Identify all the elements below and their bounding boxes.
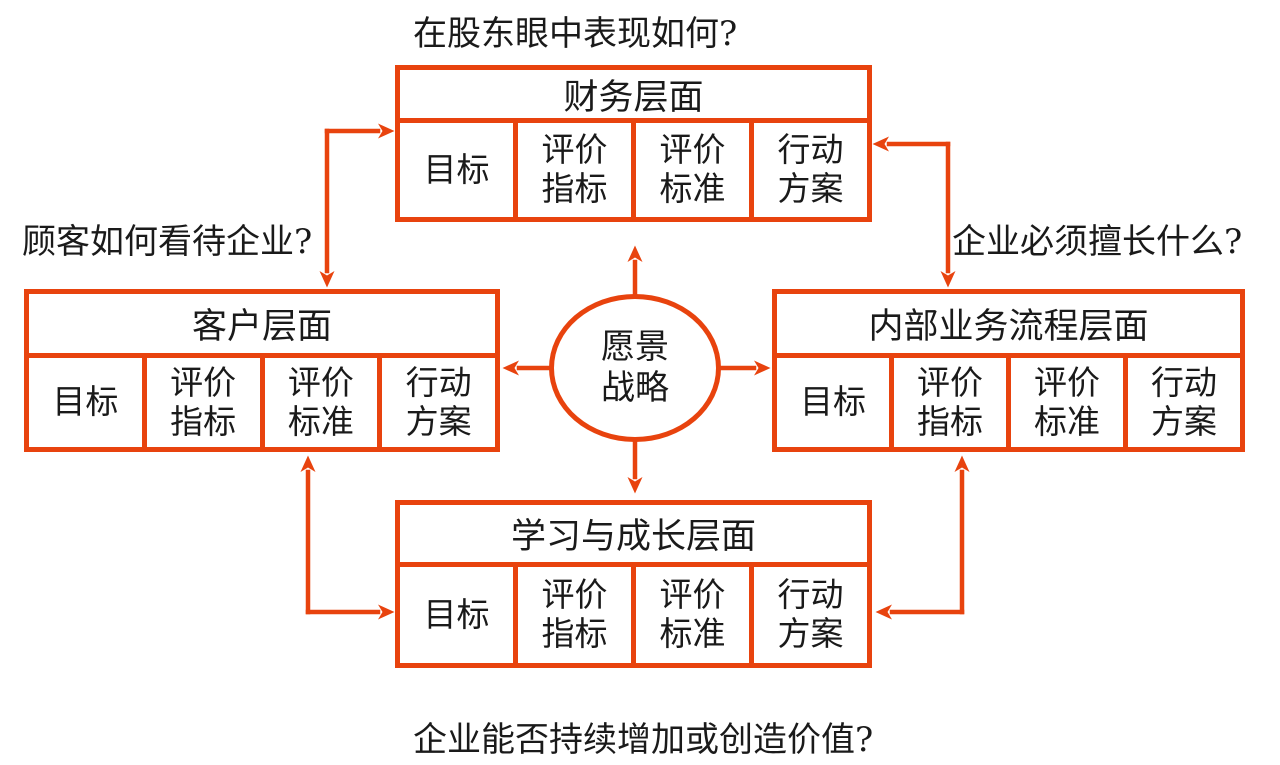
customer-perspective-title: 客户层面 [29,294,495,358]
arrow-customer-financial [319,123,395,288]
arrow-internal-financial [872,136,956,288]
cell-label: 评价标准 [1034,362,1100,441]
cell-label: 评价指标 [541,130,608,208]
internal-cell-indicator: 评价指标 [889,358,1006,447]
question-customers: 顾客如何看待企业? [22,222,313,262]
customer-perspective-cells: 目标 评价指标 评价标准 行动方案 [29,358,495,447]
customer-cell-indicator: 评价指标 [141,358,260,447]
cell-label: 评价标准 [659,130,726,208]
question-shareholders: 在股东眼中表现如何? [413,14,738,54]
cell-label: 评价指标 [917,362,983,441]
cell-label: 目标 [423,149,490,189]
financial-perspective-box: 财务层面 目标 评价指标 评价标准 行动方案 [395,65,872,222]
financial-perspective-title: 财务层面 [400,70,867,123]
internal-cell-action: 行动方案 [1123,358,1240,447]
customer-cell-action: 行动方案 [377,358,495,447]
internal-cell-goal: 目标 [777,358,889,447]
cell-label: 评价指标 [541,575,608,653]
cell-label: 评价标准 [287,362,354,441]
learning-cell-indicator: 评价指标 [513,567,631,663]
internal-process-perspective-cells: 目标 评价指标 评价标准 行动方案 [777,358,1240,447]
learning-growth-perspective-box: 学习与成长层面 目标 评价指标 评价标准 行动方案 [395,500,872,668]
question-excel: 企业必须擅长什么? [952,222,1243,262]
internal-process-perspective-box: 内部业务流程层面 目标 评价指标 评价标准 行动方案 [772,289,1245,452]
question-value-creation: 企业能否持续增加或创造价值? [413,720,874,760]
cell-label: 评价标准 [659,575,726,653]
cell-label: 目标 [800,382,866,422]
learning-cell-goal: 目标 [400,567,513,663]
cell-label: 行动方案 [777,130,844,208]
learning-cell-standard: 评价标准 [631,567,749,663]
financial-cell-standard: 评价标准 [631,123,749,217]
cell-label: 行动方案 [777,575,844,653]
cell-label: 行动方案 [1151,362,1217,441]
financial-cell-indicator: 评价指标 [513,123,631,217]
customer-cell-standard: 评价标准 [259,358,378,447]
arrow-internal-learning [875,455,970,620]
cell-label: 目标 [423,594,490,634]
vision-label: 愿景 [601,327,669,368]
vision-strategy-circle: 愿景 战略 [549,294,721,442]
internal-cell-standard: 评价标准 [1006,358,1123,447]
strategy-label: 战略 [601,368,669,408]
customer-cell-goal: 目标 [29,358,142,447]
financial-perspective-cells: 目标 评价指标 评价标准 行动方案 [400,123,867,217]
cell-label: 评价指标 [170,362,237,441]
learning-growth-perspective-title: 学习与成长层面 [400,505,867,567]
learning-growth-perspective-cells: 目标 评价指标 评价标准 行动方案 [400,567,867,663]
customer-perspective-box: 客户层面 目标 评价指标 评价标准 行动方案 [24,289,500,452]
cell-label: 行动方案 [405,362,472,441]
financial-cell-goal: 目标 [400,123,513,217]
cell-label: 目标 [52,382,119,422]
internal-process-perspective-title: 内部业务流程层面 [777,294,1240,358]
learning-cell-action: 行动方案 [749,567,867,663]
financial-cell-action: 行动方案 [749,123,867,217]
arrow-customer-learning [300,455,395,620]
